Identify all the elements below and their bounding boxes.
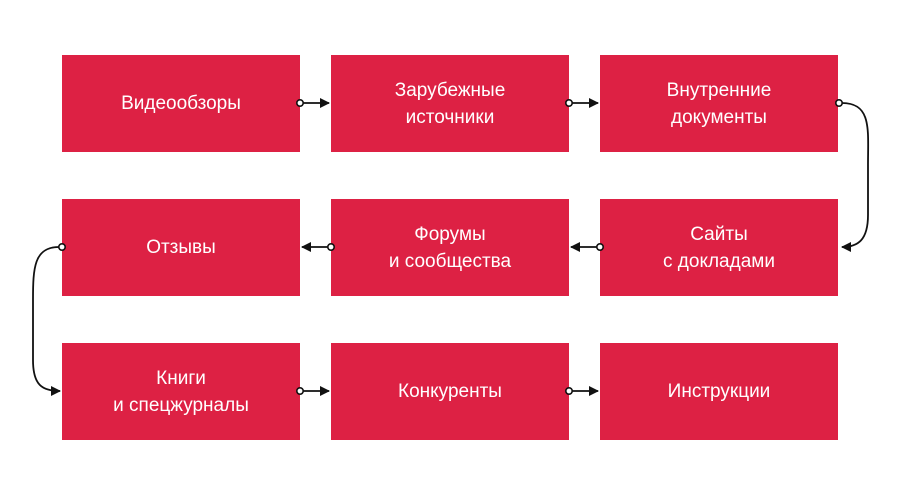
- connector-reports-to-forums: [570, 242, 604, 252]
- node-books-journals: Книги и спецжурналы: [62, 343, 300, 440]
- connector-internal-to-reports: [834, 99, 870, 252]
- node-label: Внутренние документы: [666, 79, 772, 128]
- node-label: Конкуренты: [398, 381, 502, 402]
- node-label: Книги и спецжурналы: [113, 367, 249, 416]
- node-label: Отзывы: [146, 237, 216, 258]
- node-video-reviews: Видеообзоры: [62, 55, 300, 152]
- node-label: Форумы и сообщества: [388, 223, 512, 272]
- node-foreign-sources: Зарубежные источники: [331, 55, 569, 152]
- node-internal-documents: Внутренние документы: [600, 55, 838, 152]
- node-report-sites: Сайты с докладами: [600, 199, 838, 296]
- node-label: Сайты с докладами: [663, 223, 775, 272]
- node-label: Зарубежные источники: [394, 79, 506, 128]
- node-label: Видеообзоры: [121, 93, 241, 114]
- node-forums-communities: Форумы и сообщества: [331, 199, 569, 296]
- connector-books-to-competitors: [295, 386, 330, 396]
- node-competitors: Конкуренты: [331, 343, 569, 440]
- connector-competitors-to-instructions: [564, 386, 599, 396]
- connector-reviews-to-books: [32, 243, 66, 396]
- node-reviews: Отзывы: [62, 199, 300, 296]
- node-instructions: Инструкции: [600, 343, 838, 440]
- node-label: Инструкции: [667, 381, 771, 402]
- connector-video-to-foreign: [295, 98, 330, 108]
- connector-foreign-to-internal: [564, 98, 599, 108]
- connector-forums-to-reviews: [301, 242, 335, 252]
